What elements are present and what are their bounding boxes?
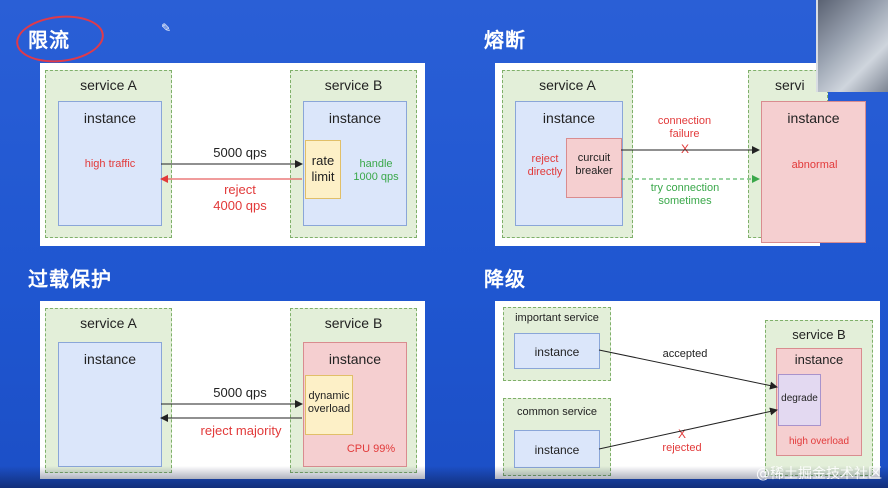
dynamic-line-2: overload	[307, 403, 351, 416]
overload-panel: service A instance service B instance CP…	[40, 301, 425, 479]
service-b-group: service B instance CPU 99% dynamic overl…	[290, 308, 417, 473]
reject-line-1: reject	[224, 182, 256, 197]
service-b-label: service B	[324, 315, 383, 331]
dynamic-overload-label: dynamic overload	[306, 390, 352, 416]
reject-majority-label: reject majority	[200, 423, 282, 438]
try-line-2: sometimes	[658, 195, 712, 208]
instance-label: instance	[328, 110, 382, 126]
service-a-label: service A	[80, 315, 137, 331]
instance-label: instance	[328, 351, 382, 367]
rate-limiter-box: rate limit	[305, 140, 341, 199]
circuit-break-panel: service A instance reject directly curcu…	[495, 63, 866, 246]
important-service-label: important service	[515, 312, 599, 324]
degrade-panel: important service instance common servic…	[495, 301, 880, 479]
handle-line-1: handle	[359, 158, 393, 170]
high-traffic-label: high traffic	[84, 158, 136, 170]
service-a-group: service A instance	[45, 308, 172, 473]
accepted-arrow	[598, 349, 778, 390]
instance-label: instance	[534, 443, 580, 457]
reject-line-2: 4000 qps	[213, 197, 267, 213]
reject-directly-label: reject directly	[520, 153, 570, 179]
dynamic-line-1: dynamic	[308, 390, 350, 402]
rate-line-1: rate	[311, 153, 335, 168]
instance-box: instance high traffic	[58, 101, 162, 226]
title-overload: 过载保护	[28, 267, 112, 291]
circuit-breaker-box: curcuit breaker	[566, 138, 622, 198]
service-b-group: service B instance high overload degrade	[765, 320, 873, 476]
instance-label: instance	[83, 110, 137, 126]
service-a-group: service A instance high traffic	[45, 70, 172, 238]
instance-label: instance	[83, 351, 137, 367]
breaker-line-2: breaker	[575, 165, 613, 178]
service-b-label: service B	[792, 327, 846, 342]
instance-label: instance	[787, 110, 840, 126]
title-rate-limit: 限流	[28, 28, 70, 52]
reject-label: reject 4000 qps	[190, 182, 290, 213]
try-connection-label: try connection sometimes	[630, 182, 740, 208]
service-a-group: service A instance reject directly curcu…	[502, 70, 633, 238]
dynamic-overload-box: dynamic overload	[305, 375, 353, 435]
breaker-line-1: curcuit	[577, 152, 611, 164]
service-a-label: service A	[80, 77, 137, 93]
degrade-label: degrade	[781, 393, 818, 404]
title-degrade: 降级	[484, 267, 526, 291]
abnormal-label: abnormal	[791, 159, 838, 171]
try-line-1: try connection	[650, 182, 720, 194]
rate-limit-arrows	[160, 160, 303, 183]
reject-directly-line-2: directly	[527, 166, 563, 179]
instance-label: instance	[542, 110, 596, 126]
common-service-label: common service	[516, 406, 598, 418]
rejected-x-mark: X	[677, 427, 686, 441]
handle-label: handle 1000 qps	[344, 158, 408, 184]
video-controls-bar[interactable]	[0, 466, 888, 488]
circuit-breaker-label: curcuit breaker	[567, 152, 621, 178]
connection-line-2: failure	[669, 128, 700, 141]
high-overload-label: high overload	[788, 436, 850, 447]
watermark: @稀土掘金技术社区	[756, 466, 882, 482]
degrade-arrows	[598, 349, 778, 450]
service-b-group: servi instance abnormal	[748, 70, 866, 243]
abnormal-instance-box: instance abnormal	[761, 101, 866, 243]
qps-label: 5000 qps	[213, 385, 267, 400]
instance-label: instance	[794, 352, 844, 367]
accepted-label: accepted	[662, 348, 708, 360]
connection-line-1: connection	[657, 115, 712, 127]
rate-limit-panel: service A instance high traffic service …	[40, 63, 425, 246]
rate-line-2: limit	[311, 168, 335, 184]
cpu-label: CPU 99%	[346, 443, 396, 455]
pencil-icon[interactable]: ✎	[161, 21, 172, 35]
presenter-video-thumbnail	[816, 0, 888, 92]
qps-in-label: 5000 qps	[213, 145, 267, 160]
instance-label: instance	[534, 345, 580, 359]
service-a-label: service A	[539, 77, 596, 93]
reject-directly-line-1: reject	[531, 153, 559, 165]
instance-box: instance	[514, 333, 600, 369]
service-b-label: servi	[775, 77, 805, 93]
instance-box: instance	[58, 342, 162, 467]
service-b-group: service B instance handle 1000 qps rate …	[290, 70, 417, 238]
rate-limit-label: rate limit	[306, 153, 340, 184]
service-b-label: service B	[324, 77, 383, 93]
handle-line-2: 1000 qps	[353, 171, 399, 184]
degrade-box: degrade	[778, 374, 821, 426]
failure-x-mark: X	[680, 142, 689, 156]
circuit-break-arrows	[621, 146, 760, 183]
rejected-arrow	[598, 407, 778, 450]
important-service-group: important service instance	[503, 307, 611, 381]
connection-failure-label: connection failure	[637, 115, 732, 141]
title-circuit-break: 熔断	[484, 28, 526, 52]
overload-arrows	[160, 400, 303, 422]
rejected-label: rejected	[662, 442, 702, 454]
